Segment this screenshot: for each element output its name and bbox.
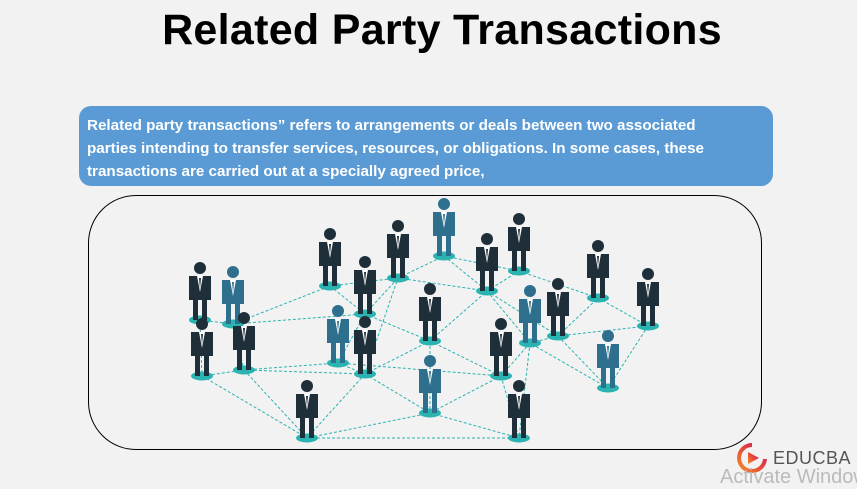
connection-line: [557, 297, 599, 337]
connection-line: [443, 255, 520, 272]
connection-line: [443, 255, 488, 292]
connection-line: [429, 412, 520, 439]
connection-line: [486, 290, 531, 344]
person-icon: [587, 240, 609, 303]
connection-line: [429, 340, 502, 377]
connection-line: [397, 277, 488, 292]
person-icon: [191, 318, 213, 381]
connection-line: [232, 313, 366, 325]
connection-line: [364, 373, 431, 414]
connection-line: [557, 325, 649, 337]
person-icon: [508, 380, 530, 443]
description-line: transactions are carried out at a specia…: [87, 163, 485, 180]
person-icon: [519, 285, 541, 348]
connection-line: [243, 369, 308, 439]
educba-logo-icon: [737, 443, 767, 473]
connection-line: [306, 412, 431, 439]
description-line: Related party transactions” refers to ar…: [87, 117, 696, 134]
person-icon: [354, 256, 376, 319]
person-icon: [387, 220, 409, 283]
connection-line: [364, 313, 431, 342]
person-icon: [354, 316, 376, 379]
connection-line: [243, 362, 339, 371]
person-icon: [189, 262, 211, 325]
educba-logo: EDUCBA: [737, 443, 851, 473]
connection-line: [529, 342, 609, 389]
connection-line: [557, 335, 609, 389]
person-icon: [419, 355, 441, 418]
person-icon: [419, 283, 441, 346]
connection-line: [201, 375, 308, 439]
description-line: parties intending to transfer services, …: [87, 140, 704, 157]
connection-line: [364, 277, 399, 315]
person-icon: [597, 330, 619, 393]
business-people-network-icon: [189, 198, 659, 443]
illustration-frame: [88, 195, 762, 450]
connection-line: [518, 342, 531, 439]
connection-line: [429, 290, 488, 342]
person-icon: [637, 268, 659, 331]
person-icon: [296, 380, 318, 443]
person-icon: [233, 312, 255, 375]
watermark-text: Activate Windows: [720, 466, 857, 488]
connection-line: [397, 255, 445, 279]
connection-line: [597, 297, 649, 327]
person-icon: [490, 318, 512, 381]
person-icon: [319, 228, 341, 291]
connection-line: [306, 373, 366, 439]
brand-name: EDUCBA: [773, 447, 852, 468]
person-icon: [547, 278, 569, 341]
connection-line: [199, 319, 203, 377]
connection-line: [364, 340, 431, 375]
connection-line: [329, 277, 399, 287]
description-box: Related party transactions” refers to ar…: [79, 106, 773, 186]
person-icon: [327, 305, 349, 368]
person-icon: [476, 233, 498, 296]
connection-line: [429, 375, 502, 414]
connection-line: [243, 369, 366, 375]
person-icon: [508, 213, 530, 276]
person-icon: [433, 198, 455, 261]
page-title: Related Party Transactions: [162, 6, 722, 54]
